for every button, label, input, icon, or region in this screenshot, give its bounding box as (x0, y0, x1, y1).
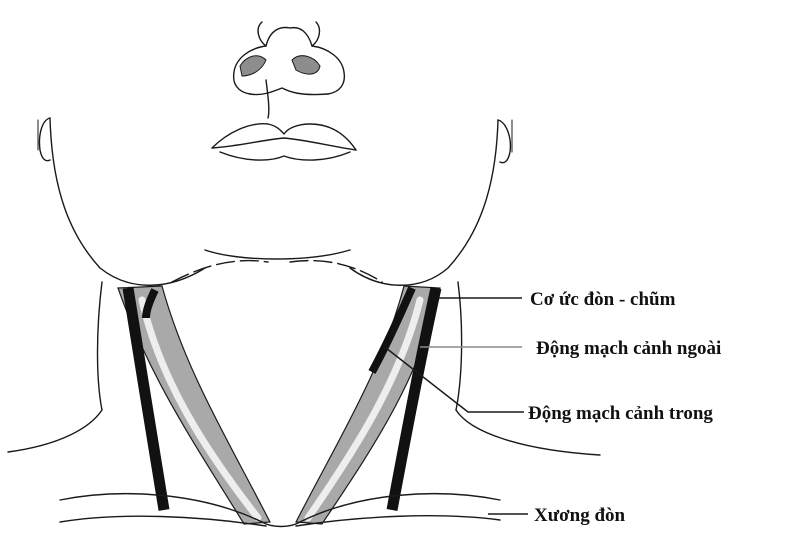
lips (212, 124, 356, 160)
right-nostril (292, 56, 320, 74)
label-sternocleidomastoid: Cơ ức đòn - chũm (530, 289, 676, 310)
label-internal-carotid: Động mạch cảnh trong (528, 403, 713, 424)
head-outline (38, 118, 512, 285)
right-scm-muscle (296, 286, 440, 524)
left-scm-muscle (118, 286, 270, 524)
clavicles (60, 494, 500, 527)
left-nostril (240, 56, 266, 76)
label-clavicle: Xương đòn (534, 505, 626, 526)
label-external-carotid: Động mạch cảnh ngoài (536, 338, 721, 359)
left-clavicle-lower (60, 516, 266, 526)
neck-outline (8, 282, 600, 455)
